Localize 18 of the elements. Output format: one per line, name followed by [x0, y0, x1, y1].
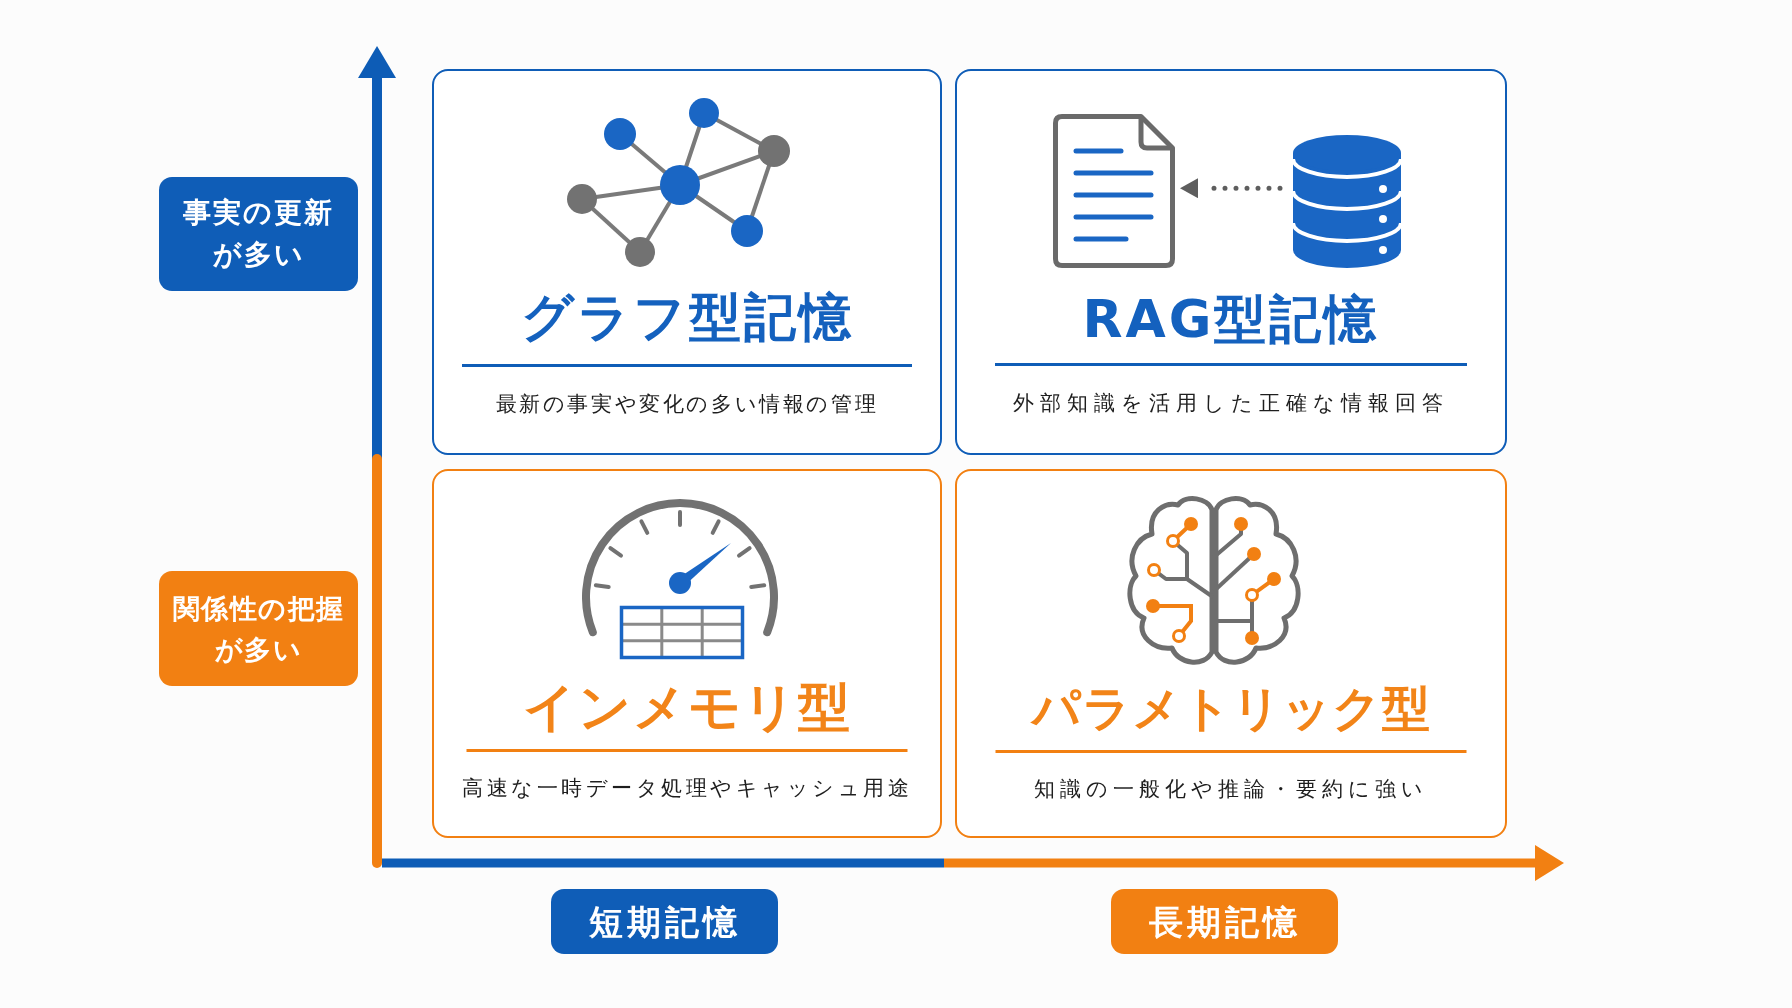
database-icon [1292, 135, 1402, 268]
axis-label: 長期記憶 [1111, 889, 1338, 954]
axis-label: 事実の更新が多い [159, 177, 358, 291]
category-card [432, 69, 942, 455]
category-card [955, 469, 1507, 838]
category-card [432, 469, 942, 838]
card-title: グラフ型記憶 [520, 286, 854, 349]
card-description: 知識の一般化や推論・要約に強い [1034, 775, 1428, 803]
axis-label: 短期記憶 [551, 889, 778, 954]
card-title: RAG型記憶 [1082, 288, 1380, 351]
card-description: 外部知識を活用した正確な情報回答 [1013, 389, 1449, 417]
card-title: パラメトリック型 [1031, 679, 1431, 738]
card-title: インメモリ型 [522, 676, 852, 739]
card-description: 最新の事実や変化の多い情報の管理 [495, 390, 879, 418]
axis-label: 関係性の把握が多い [159, 571, 358, 686]
document-icon [1053, 114, 1175, 268]
category-card [955, 69, 1507, 455]
card-description: 高速な一時データ処理やキャッシュ用途 [462, 774, 912, 802]
